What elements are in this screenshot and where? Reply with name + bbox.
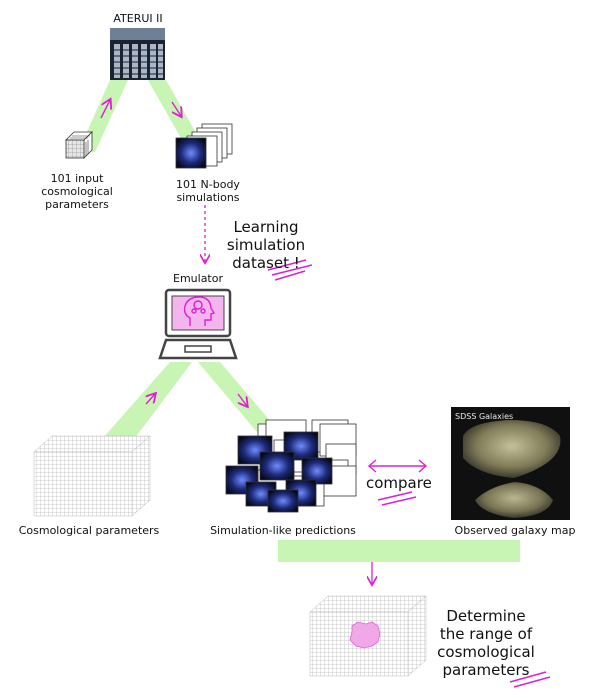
underline-squiggle-result [509, 671, 551, 688]
server-rack-icon [110, 28, 165, 80]
galaxy-map-title: SDSS Galaxies [455, 412, 514, 421]
emulator-label: Emulator [173, 272, 223, 285]
simulation-stack-icon [175, 123, 233, 169]
cosmological-parameter-cube [33, 435, 151, 517]
laptop-icon [158, 288, 238, 360]
compare-double-arrow [367, 459, 428, 473]
simulations-label: 101 N-body simulations [176, 178, 240, 204]
underline-squiggle-learning [267, 259, 313, 281]
supercomputer-label: ATERUI II [113, 12, 163, 25]
parameter-grid-icon [65, 131, 93, 159]
predictions-label: Simulation-like predictions [210, 524, 356, 537]
arrow-computer-to-simulations [171, 101, 181, 116]
arrow-cube-to-emulator [146, 394, 155, 405]
input-parameters-label: 101 input cosmological parameters [41, 172, 113, 211]
prediction-stack [225, 419, 357, 513]
arrow-params-to-computer [100, 100, 110, 119]
brain-head-icon [183, 296, 216, 326]
underline-squiggle-compare [377, 491, 417, 506]
compare-label: compare [366, 474, 432, 492]
arrow-emulator-to-predictions [237, 393, 247, 406]
observed-map-label: Observed galaxy map [454, 524, 576, 537]
galaxy-map-image [451, 407, 570, 520]
result-note: Determine the range of cosmological para… [437, 607, 535, 679]
learning-dataset-note: Learning simulation dataset ! [226, 218, 306, 272]
result-parameter-cube [309, 595, 427, 677]
cosmological-parameters-label: Cosmological parameters [18, 524, 160, 537]
